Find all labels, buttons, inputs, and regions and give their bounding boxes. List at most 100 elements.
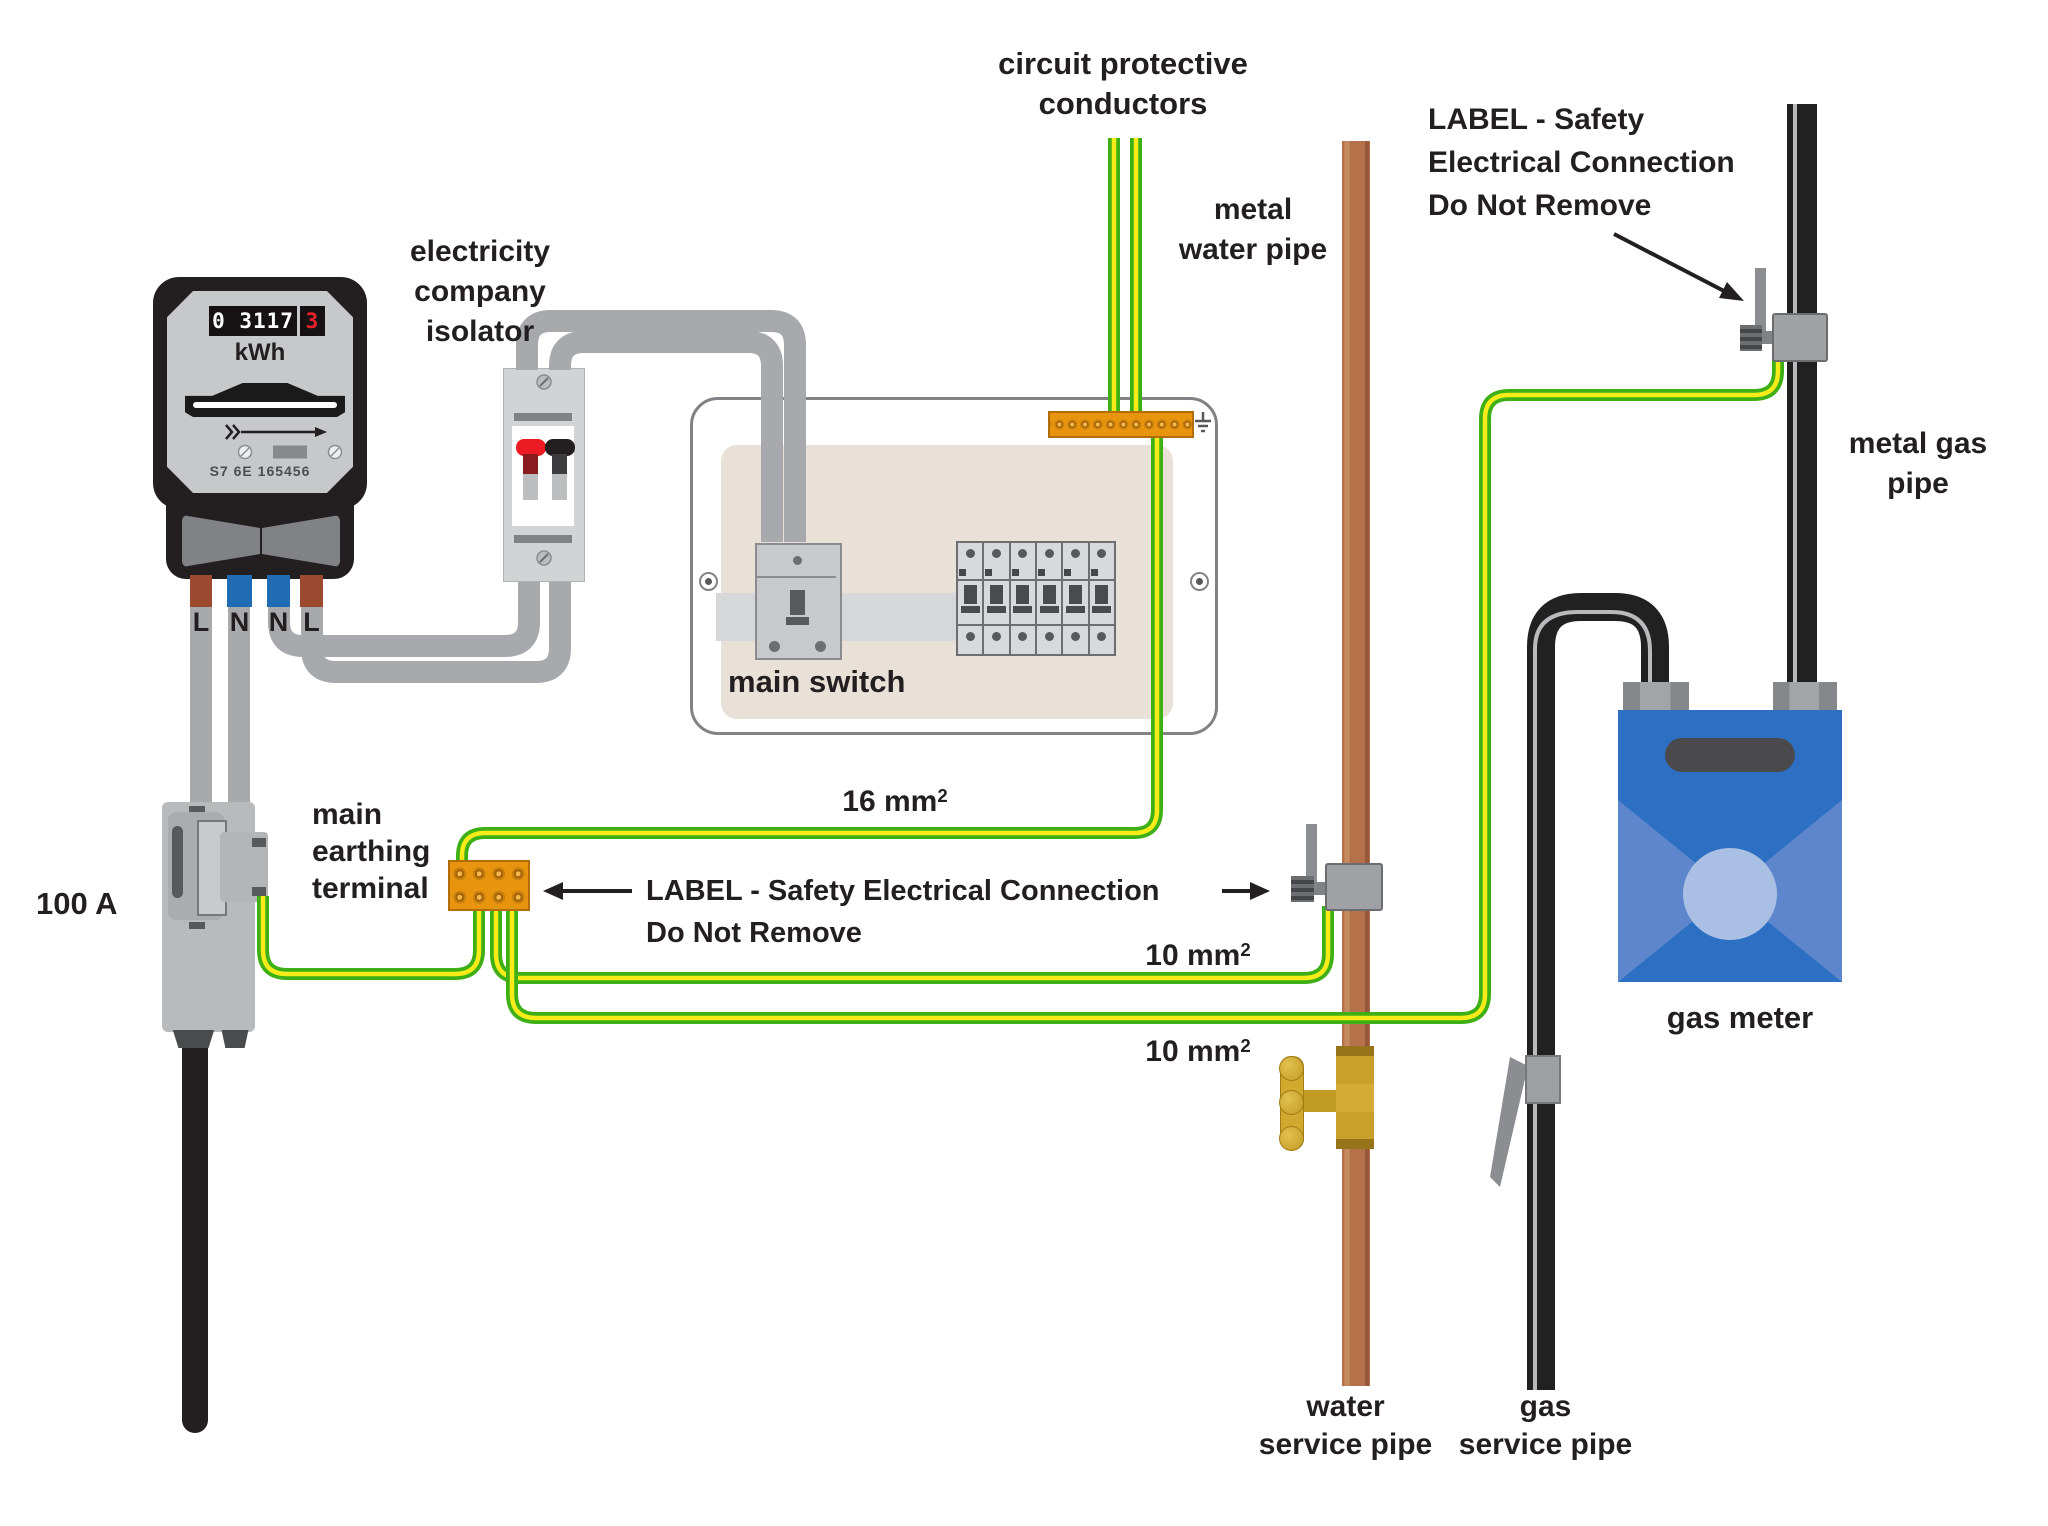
main-switch-label: main switch bbox=[728, 664, 906, 699]
conductor-10mm-gas-label: 10 mm2 bbox=[1145, 1035, 1251, 1068]
valve-body bbox=[1336, 1046, 1374, 1149]
arrow-to-water-clamp bbox=[1222, 882, 1270, 900]
conductor-16mm-label: 16 mm2 bbox=[842, 785, 948, 818]
circuit-breaker-1 bbox=[956, 541, 985, 656]
terminal-live-1 bbox=[190, 575, 212, 607]
gland-right bbox=[221, 1030, 249, 1048]
water-clamp-band bbox=[1325, 863, 1383, 911]
gas-clamp-band bbox=[1772, 313, 1828, 362]
circuit-breaker-4 bbox=[1034, 541, 1064, 656]
gas-meter-dial bbox=[1683, 848, 1777, 940]
earth-block-tab-top bbox=[252, 838, 266, 847]
arrow-to-gas-clamp bbox=[1613, 232, 1744, 301]
gas-meter-label: gas meter bbox=[1666, 1000, 1814, 1035]
cu-screw-left bbox=[699, 572, 718, 591]
main-switch-unit bbox=[755, 543, 842, 660]
valve-knob-top bbox=[1279, 1056, 1304, 1081]
gas-meter-body bbox=[1618, 710, 1842, 982]
water-clamp-tab bbox=[1306, 824, 1317, 888]
arrow-to-earthing-terminal bbox=[543, 882, 632, 900]
main-switch-screw-left bbox=[769, 641, 780, 652]
service-head-100a bbox=[162, 800, 268, 1056]
water-stop-valve bbox=[1278, 1046, 1378, 1152]
terminal-label-l1: L bbox=[192, 607, 210, 637]
circuit-breaker-5 bbox=[1061, 541, 1090, 656]
company-isolator bbox=[503, 368, 585, 582]
terminal-neutral-1 bbox=[227, 575, 252, 607]
main-switch-toggle-base bbox=[786, 617, 809, 625]
service-head-tab-bottom bbox=[189, 922, 205, 929]
water-clamp-nut bbox=[1314, 882, 1325, 895]
cu-screw-right bbox=[1190, 572, 1209, 591]
meter-to-isolator-cable-2 bbox=[301, 572, 571, 683]
service-fuse-rating-label: 100 A bbox=[36, 886, 118, 921]
water-bonding-clamp bbox=[1289, 824, 1387, 914]
isolator-switch-red-base bbox=[523, 474, 538, 500]
earth-symbol-icon bbox=[1195, 412, 1211, 433]
isolator-switch-red-stem bbox=[523, 454, 538, 474]
gas-meter-union-right bbox=[1773, 682, 1837, 712]
isolator-switch-black bbox=[545, 439, 575, 456]
isolator-switch-black-base bbox=[552, 474, 567, 500]
main-switch-top-section bbox=[757, 545, 836, 578]
isolator-to-cu-cable-1 bbox=[516, 310, 806, 542]
gas-service-pipe-highlight bbox=[1533, 610, 1652, 1390]
valve-knob-mid bbox=[1279, 1090, 1304, 1115]
valve-collar-top bbox=[1336, 1046, 1374, 1056]
valve-mid-band bbox=[1336, 1084, 1374, 1112]
gas-clamp-nut bbox=[1762, 331, 1772, 344]
isolator-screw-top bbox=[536, 374, 552, 390]
terminal-live-2 bbox=[300, 575, 323, 607]
gas-service-pipe bbox=[1527, 593, 1669, 1390]
gas-meter-union-left bbox=[1623, 682, 1689, 712]
terminal-label-n1: N bbox=[229, 607, 250, 637]
main-switch-toggle bbox=[790, 590, 805, 615]
gas-bonding-clamp bbox=[1738, 268, 1830, 364]
gland-left bbox=[172, 1030, 215, 1048]
conductor-10mm-water-label: 10 mm2 bbox=[1145, 939, 1251, 972]
meter-reading-tenths: 3 bbox=[300, 306, 325, 336]
meter-unit: kWh bbox=[234, 339, 286, 366]
earth-block-tab-bottom bbox=[252, 887, 266, 896]
valve-collar-bottom bbox=[1336, 1139, 1374, 1149]
isolator-switch-panel bbox=[512, 426, 575, 526]
water-clamp-screw bbox=[1291, 876, 1314, 902]
gas-clamp-tab bbox=[1755, 268, 1766, 332]
isolator-screw-bottom bbox=[536, 550, 552, 566]
isolator-switch-black-stem bbox=[552, 454, 567, 474]
terminal-label-n2: N bbox=[268, 607, 289, 637]
terminal-neutral-2 bbox=[267, 575, 290, 607]
meter-disc-slit bbox=[193, 402, 337, 408]
fuse-carrier-slot bbox=[172, 826, 183, 898]
valve-stem bbox=[1298, 1090, 1342, 1112]
earth-bar bbox=[1048, 411, 1194, 438]
isolator-bar-top bbox=[514, 413, 572, 421]
earthing-conductor-service-head bbox=[263, 896, 479, 974]
gas-clamp-screw bbox=[1740, 325, 1762, 351]
gas-meter bbox=[1618, 682, 1842, 982]
earthing-conductor-16mm bbox=[462, 424, 1157, 866]
meter-register: 0 3117 3 bbox=[209, 306, 327, 336]
isolator-bar-bottom bbox=[514, 535, 572, 543]
valve-knob-bottom bbox=[1279, 1126, 1304, 1151]
gas-meter-window bbox=[1665, 738, 1795, 772]
terminal-label-l2: L bbox=[303, 607, 320, 637]
main-switch-screw-right bbox=[815, 641, 826, 652]
main-switch-dot bbox=[793, 556, 802, 565]
meter-seals bbox=[237, 444, 343, 460]
meter-serial: S7 6E 165456 bbox=[209, 463, 311, 479]
main-earthing-terminal-block bbox=[448, 860, 530, 911]
service-head-tab-top bbox=[189, 806, 205, 813]
isolator-to-cu-cable-2 bbox=[549, 331, 783, 542]
electricity-meter: 0 3117 3 kWh S7 6E 165456 L N N bbox=[153, 277, 367, 642]
